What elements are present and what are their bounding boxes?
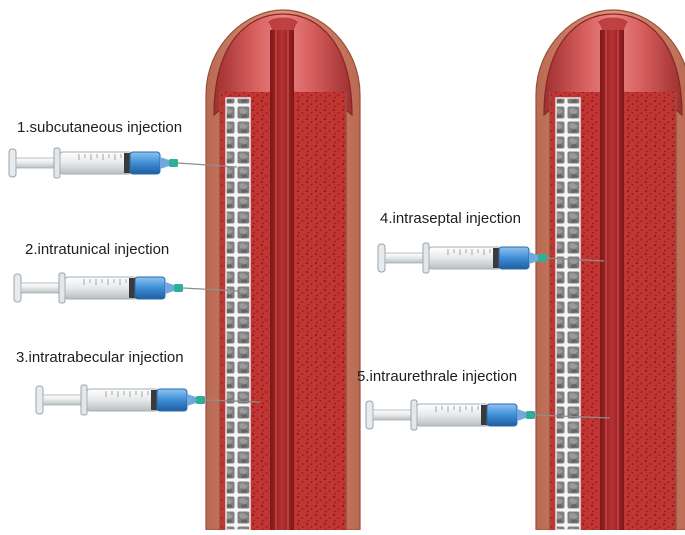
syringe-icon — [365, 399, 611, 431]
label-intratrabecular-injection: 3.intratrabecular injection — [16, 349, 184, 366]
label-intraurethrale-injection: 5.intraurethrale injection — [357, 368, 518, 385]
syringe-icon — [13, 272, 239, 304]
syringe-icon — [35, 384, 261, 416]
syringe-icon — [377, 242, 605, 274]
penis-illustration-left — [205, 9, 361, 531]
label-intraseptal-injection: 4.intraseptal injection — [380, 210, 521, 227]
syringe-icon — [8, 147, 238, 179]
label-intratunical-injection: 2.intratunical injection — [25, 241, 170, 258]
penis-illustration-right — [535, 9, 685, 531]
label-subcutaneous-injection: 1.subcutaneous injection — [17, 119, 183, 136]
